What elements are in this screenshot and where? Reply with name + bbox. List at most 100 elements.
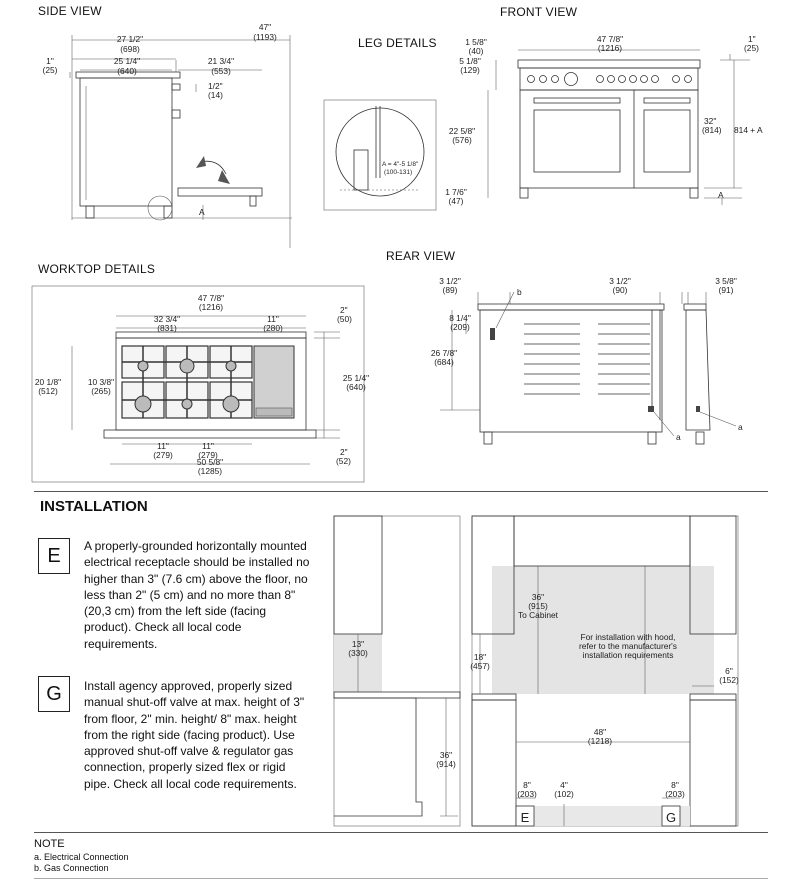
front-dim-height: 32" xyxy=(704,116,716,126)
leg-details-title: LEG DETAILS xyxy=(358,36,437,50)
front-dim-1in-mm: (25) xyxy=(744,43,759,53)
worktop-dim-side-mm: (640) xyxy=(346,382,366,392)
front-dim-width-mm: (1216) xyxy=(598,43,622,53)
leg-details-drawing: A = 4"-5 1/8" (100-131) xyxy=(323,99,437,211)
install-side-dim-36-mm: (914) xyxy=(436,759,456,769)
worktop-dim-width: 47 7/8" xyxy=(198,293,224,303)
front-dim-1in: 1" xyxy=(748,34,756,44)
install-dim-36-mm: (915) xyxy=(528,601,548,611)
side-dim-depth: 27 1/2" xyxy=(117,34,143,44)
installation-heading: INSTALLATION xyxy=(40,498,148,515)
install-label-e: E xyxy=(521,810,530,825)
side-dim-body: 25 1/4" xyxy=(114,56,140,66)
leg-note: A = 4"-5 1/8" xyxy=(382,161,419,168)
rear-label-a-left: a xyxy=(676,432,681,442)
worktop-dim-depth: 20 1/8" xyxy=(35,377,61,387)
front-dim-oven-mm: (576) xyxy=(452,135,472,145)
note-line-a: a. Electrical Connection xyxy=(34,852,129,862)
installation-front-drawing: 36" (915) To Cabinet 18" (457) For insta… xyxy=(470,515,739,827)
note-divider xyxy=(34,832,768,833)
rear-label-b: b xyxy=(517,287,522,297)
electrical-instructions: A properly-grounded horizontally mounted… xyxy=(84,539,310,651)
rear-dim-right: 3 1/2" xyxy=(609,276,631,286)
front-dim-panel: 5 1/8" xyxy=(459,56,481,66)
worktop-dim-11b-mm: (279) xyxy=(198,450,218,460)
install-dim-18: 18" xyxy=(474,652,486,662)
install-dim-8-left: 8" xyxy=(523,780,531,790)
rear-dim-left-mm: (89) xyxy=(443,285,458,295)
side-dim-handle-mm: (14) xyxy=(208,90,223,100)
note-line-b: b. Gas Connection xyxy=(34,863,109,873)
side-dim-overall-mm: (1193) xyxy=(253,32,277,42)
footer-divider xyxy=(34,878,768,879)
side-label-a: A xyxy=(199,207,205,217)
front-dim-width: 47 7/8" xyxy=(597,34,623,44)
worktop-dim-2in-bottom-mm: (52) xyxy=(336,456,351,466)
installation-side-drawing: 13" (330) 36" (914) xyxy=(333,515,461,827)
install-dim-18-mm: (457) xyxy=(470,661,490,671)
side-dim-body-mm: (640) xyxy=(117,66,137,76)
rear-dim-right-mm: (90) xyxy=(613,285,628,295)
worktop-dim-grate-mm: (265) xyxy=(91,386,111,396)
install-dim-4-mm: (102) xyxy=(554,789,574,799)
rear-dim-left: 3 1/2" xyxy=(439,276,461,286)
hood-note-1: For installation with hood, xyxy=(581,632,676,642)
worktop-dim-griddle: 11" xyxy=(267,314,279,324)
rear-dim-height-mm: (684) xyxy=(434,357,454,367)
install-side-dim-36: 36" xyxy=(440,750,452,760)
hood-note-3: installation requirements xyxy=(583,650,674,660)
side-view-title: SIDE VIEW xyxy=(38,4,102,18)
side-view-drawing: 47" (1193) 27 1/2" (698) 25 1/4" (640) 2… xyxy=(43,22,292,248)
install-label-g: G xyxy=(666,810,676,825)
worktop-dim-2in-top-mm: (50) xyxy=(337,314,352,324)
install-dim-36-note: To Cabinet xyxy=(518,610,559,620)
side-dim-door: 21 3/4" xyxy=(208,56,234,66)
worktop-dim-2in-top: 2" xyxy=(340,305,348,315)
front-dim-height-mm: (814) xyxy=(702,125,722,135)
worktop-dim-2in-bottom: 2" xyxy=(340,447,348,457)
rear-dim-side: 3 5/8" xyxy=(715,276,737,286)
worktop-dim-width-mm: (1216) xyxy=(199,302,223,312)
rear-label-a-right: a xyxy=(738,422,743,432)
front-dim-leg: 1 7/6" xyxy=(445,187,467,197)
box-e: E xyxy=(38,538,70,574)
hood-note-2: refer to the manufacturer's xyxy=(579,641,677,651)
rear-dim-height: 26 7/8" xyxy=(431,348,457,358)
install-side-dim-13: 13" xyxy=(352,639,364,649)
install-dim-36: 36" xyxy=(532,592,544,602)
worktop-dim-burners: 32 3/4" xyxy=(154,314,180,324)
install-dim-48: 48" xyxy=(594,727,606,737)
section-divider xyxy=(34,491,768,492)
install-side-dim-13-mm: (330) xyxy=(348,648,368,658)
install-dim-8-left-mm: (203) xyxy=(517,789,537,799)
side-dim-door-mm: (553) xyxy=(211,66,231,76)
install-dim-8-right-mm: (203) xyxy=(665,789,685,799)
front-label-a: A xyxy=(718,190,724,200)
rear-view-drawing: 3 1/2" (89) 3 1/2" (90) 3 5/8" (91) 8 1/… xyxy=(431,276,743,445)
front-dim-leg-mm: (47) xyxy=(449,196,464,206)
side-dim-top-mm: (25) xyxy=(43,65,58,75)
front-dim-top-mm: (40) xyxy=(469,46,484,56)
front-dim-oven: 22 5/8" xyxy=(449,126,475,136)
front-dim-plus-a: 814 + A xyxy=(734,125,763,135)
worktop-drawing: 47 7/8" (1216) 32 3/4" (831) 11" (280) 2… xyxy=(31,285,369,483)
rear-dim-gas-height: 8 1/4" xyxy=(449,313,471,323)
front-dim-top: 1 5/8" xyxy=(465,37,487,47)
side-dim-depth-mm: (698) xyxy=(120,44,140,54)
gas-instructions: Install agency approved, properly sized … xyxy=(84,679,305,791)
side-dim-top: 1" xyxy=(46,56,54,66)
rear-view-title: REAR VIEW xyxy=(386,249,456,263)
side-dim-handle: 1/2" xyxy=(208,81,223,91)
box-g: G xyxy=(38,676,70,712)
worktop-dim-11a: 11" xyxy=(157,441,169,451)
worktop-dim-side: 25 1/4" xyxy=(343,373,369,383)
worktop-dim-burners-mm: (831) xyxy=(157,323,177,333)
worktop-details-title: WORKTOP DETAILS xyxy=(38,262,156,276)
worktop-dim-total-mm: (1285) xyxy=(198,466,222,476)
worktop-dim-total: 50 5/8" xyxy=(197,457,223,467)
install-dim-6-mm: (152) xyxy=(719,675,739,685)
side-dim-overall: 47" xyxy=(259,22,271,32)
front-view-title: FRONT VIEW xyxy=(500,5,578,19)
worktop-dim-grate: 10 3/8" xyxy=(88,377,114,387)
install-dim-8-right: 8" xyxy=(671,780,679,790)
